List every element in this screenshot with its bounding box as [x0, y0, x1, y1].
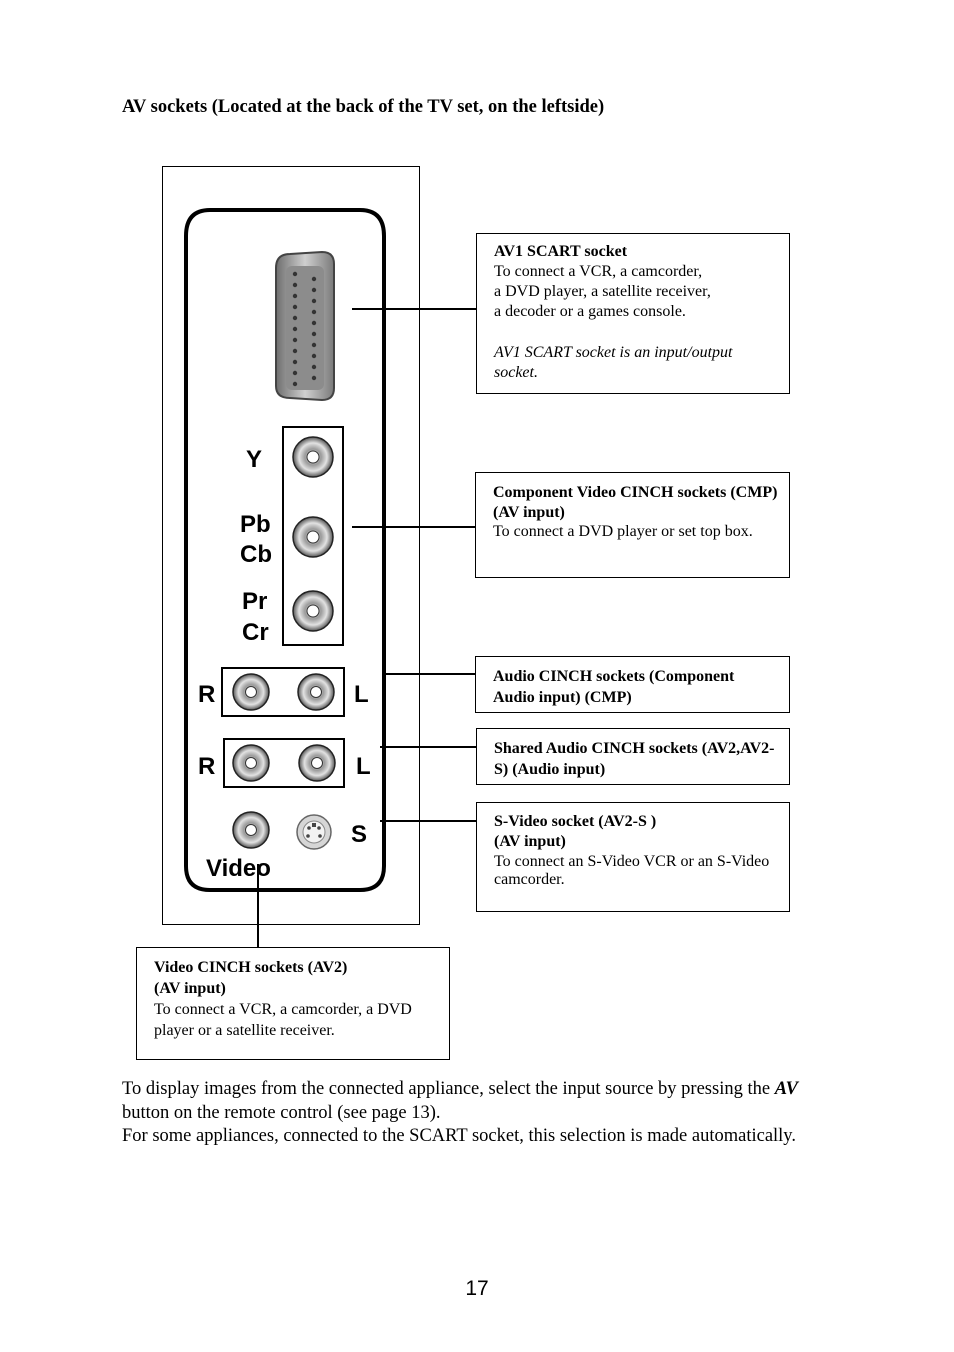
scart-pins	[292, 271, 317, 387]
label-l-shared: L	[356, 753, 371, 780]
callout-svideo-title-1: S-Video socket (AV2-S )	[494, 813, 657, 830]
av-panel-illustration: Y Pb Cb Pr Cr R L R L S Video	[184, 208, 386, 892]
cinch-socket-y	[292, 436, 334, 478]
callout-scart-line-3: a decoder or a games console.	[494, 303, 686, 320]
component-video-box	[282, 426, 344, 646]
cinch-socket-pb	[292, 516, 334, 558]
svideo-socket	[296, 814, 332, 850]
callout-video-desc: To connect a VCR, a camcorder, a DVD pla…	[154, 1001, 412, 1039]
cinch-socket-shared-l	[298, 744, 336, 782]
callout-component-desc: To connect a DVD player or set top box.	[493, 523, 753, 540]
body-paragraph-1: To display images from the connected app…	[122, 1078, 822, 1125]
label-l-audio: L	[354, 681, 369, 708]
callout-scart-line-1: To connect a VCR, a camcorder,	[494, 263, 703, 280]
body-paragraph-2: For some appliances, connected to the SC…	[122, 1126, 796, 1146]
callout-video: Video CINCH sockets (AV2) (AV input) To …	[136, 947, 450, 1060]
callout-shared-audio-title: Shared Audio CINCH sockets (AV2,AV2-S) (…	[494, 740, 775, 778]
label-pb: Pb	[240, 511, 271, 538]
label-pr: Pr	[242, 588, 267, 615]
leader-line-svideo	[380, 820, 476, 822]
callout-svideo-title-2: (AV input)	[494, 833, 566, 850]
label-y: Y	[246, 446, 262, 473]
leader-line-audio	[382, 673, 475, 675]
callout-scart: AV1 SCART socket To connect a VCR, a cam…	[476, 233, 790, 394]
callout-component-title: Component Video CINCH sockets (CMP) (AV …	[493, 484, 778, 521]
av-button-name: AV	[774, 1079, 798, 1099]
label-r-shared: R	[198, 753, 215, 780]
callout-video-title-2: (AV input)	[154, 980, 226, 997]
leader-line-scart	[352, 308, 476, 310]
callout-scart-note: AV1 SCART socket is an input/output sock…	[494, 344, 733, 381]
cinch-socket-audio-r	[232, 673, 270, 711]
label-video: Video	[206, 855, 271, 882]
cinch-socket-video	[232, 811, 270, 849]
body-text: To display images from the connected app…	[122, 1078, 822, 1149]
page-number: 17	[465, 1277, 489, 1300]
label-cb: Cb	[240, 541, 272, 568]
body-p1-after: button on the remote control (see page 1…	[122, 1102, 441, 1123]
cinch-socket-audio-l	[297, 673, 335, 711]
leader-line-component	[352, 526, 475, 528]
callout-shared-audio: Shared Audio CINCH sockets (AV2,AV2-S) (…	[476, 728, 790, 785]
label-cr: Cr	[242, 619, 269, 646]
leader-line-video	[257, 864, 259, 948]
callout-scart-line-2: a DVD player, a satellite receiver,	[494, 283, 711, 300]
callout-svideo: S-Video socket (AV2-S ) (AV input) To co…	[476, 802, 790, 912]
callout-scart-title: AV1 SCART socket	[494, 243, 628, 260]
body-p1-before: To display images from the connected app…	[122, 1079, 775, 1099]
scart-socket	[275, 250, 335, 402]
label-s: S	[351, 821, 367, 848]
panel-frame	[162, 166, 420, 925]
callout-svideo-desc: To connect an S-Video VCR or an S-Video …	[494, 853, 770, 888]
section-heading: AV sockets (Located at the back of the T…	[122, 97, 605, 117]
callout-audio-title: Audio CINCH sockets (Component Audio inp…	[493, 668, 735, 706]
callout-audio: Audio CINCH sockets (Component Audio inp…	[475, 656, 790, 713]
audio-cinch-box	[221, 667, 345, 717]
cinch-socket-shared-r	[232, 744, 270, 782]
shared-audio-cinch-box	[223, 738, 345, 788]
callout-video-title-1: Video CINCH sockets (AV2)	[154, 959, 348, 976]
cinch-socket-pr	[292, 590, 334, 632]
label-r-audio: R	[198, 681, 215, 708]
leader-line-shared-audio	[380, 746, 476, 748]
callout-component: Component Video CINCH sockets (CMP) (AV …	[475, 472, 790, 578]
